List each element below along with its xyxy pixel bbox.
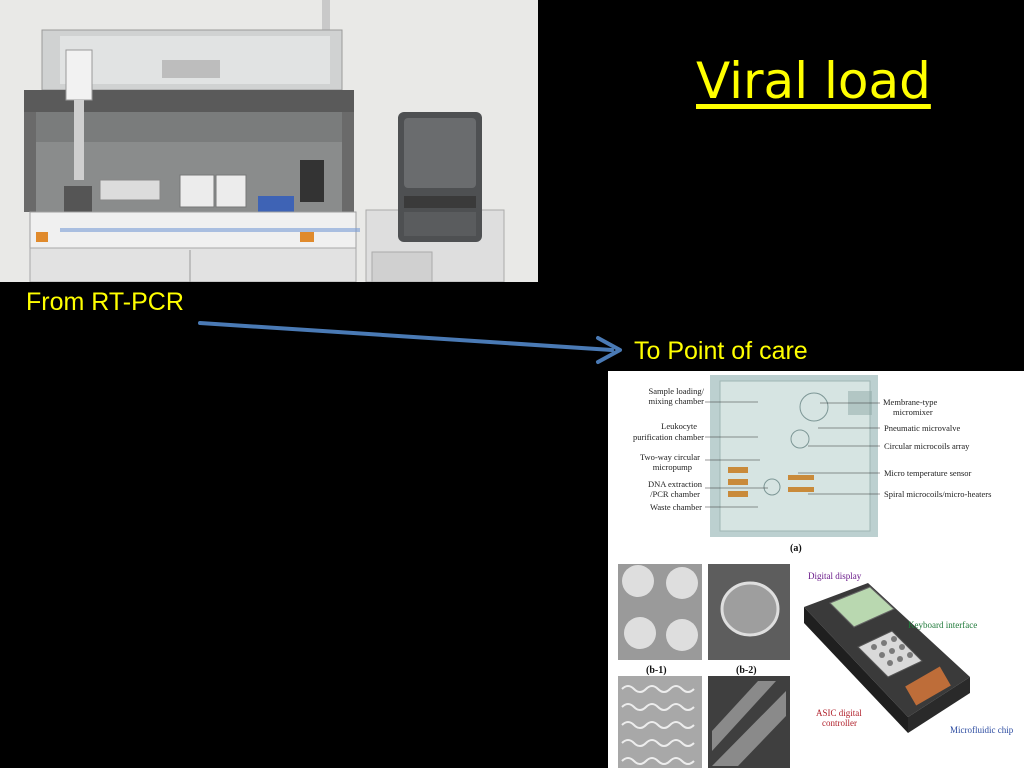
from-rtpcr-label: From RT-PCR: [26, 288, 184, 316]
label-leukocyte: Leukocyte: [661, 421, 697, 431]
rtpcr-machine-image: [0, 0, 538, 282]
label-pcr-chamber: /PCR chamber: [650, 489, 700, 499]
label-asic-line1: ASIC digital: [816, 708, 862, 718]
label-circular-microcoils: Circular microcoils array: [884, 441, 970, 451]
slide-title: Viral load: [696, 52, 931, 110]
caption-b1: (b-1): [646, 665, 667, 676]
label-pneumatic-microvalve: Pneumatic microvalve: [884, 423, 960, 433]
label-keyboard-interface: Keyboard interface: [908, 620, 977, 630]
label-micro-temperature-sensor: Micro temperature sensor: [884, 468, 971, 478]
label-sample-loading: Sample loading/: [649, 386, 705, 396]
point-of-care-figure: Sample loading/ mixing chamber Leukocyte…: [608, 371, 1024, 768]
label-two-way-circular: Two-way circular: [640, 452, 700, 462]
label-membrane-type: Membrane-type: [883, 397, 938, 407]
label-micropump: micropump: [653, 462, 692, 472]
caption-b2: (b-2): [736, 665, 757, 676]
label-purification-chamber: purification chamber: [633, 432, 704, 442]
label-dna-extraction: DNA extraction: [648, 479, 703, 489]
label-waste-chamber: Waste chamber: [650, 502, 702, 512]
label-micromixer: micromixer: [893, 407, 933, 417]
caption-a: (a): [790, 543, 802, 554]
label-mixing-chamber: mixing chamber: [649, 396, 705, 406]
label-asic-line2: controller: [822, 718, 857, 728]
label-digital-display: Digital display: [808, 571, 862, 581]
label-microfluidic-chip: Microfluidic chip: [950, 725, 1014, 735]
label-spiral-microcoils: Spiral microcoils/micro-heaters: [884, 489, 991, 499]
to-point-of-care-label: To Point of care: [634, 337, 808, 365]
